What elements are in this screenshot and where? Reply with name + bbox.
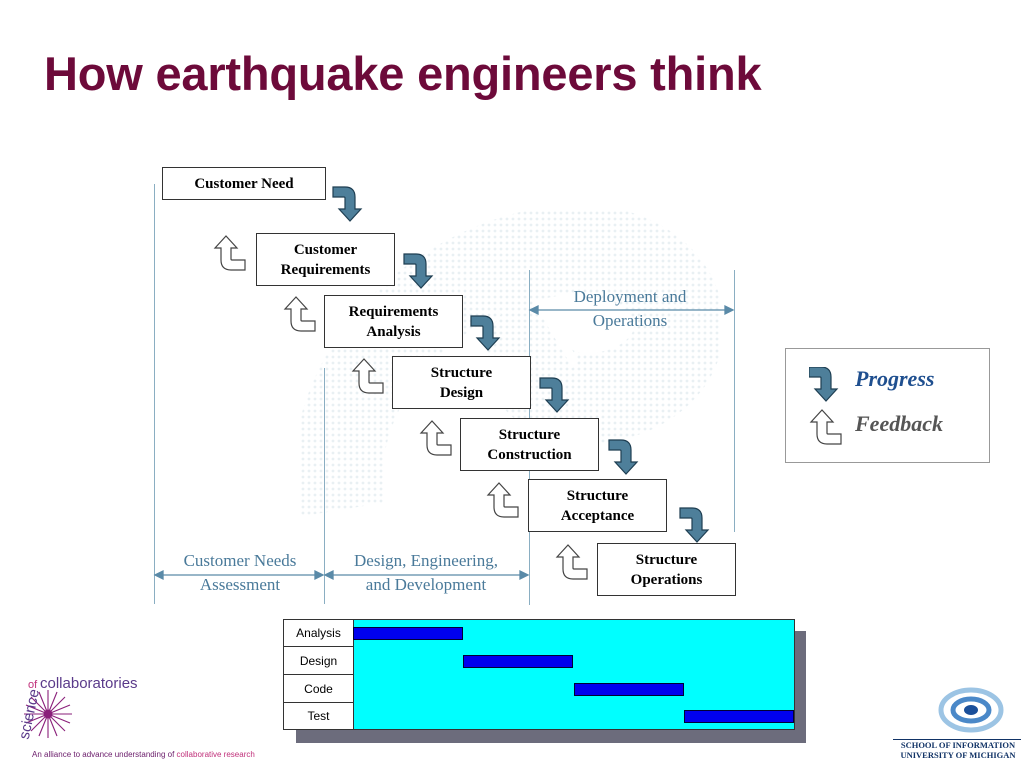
stage-label-line: Structure <box>430 364 493 381</box>
stage-label-line: Customer Need <box>194 175 294 192</box>
legend-feedback-label: Feedback <box>855 411 943 436</box>
progress-arrow <box>332 186 362 222</box>
stage-label-line: Operations <box>630 571 703 588</box>
phase-label-design-engineering: Design, Engineering, and Development <box>326 549 526 597</box>
university-globe-logo <box>938 687 1004 733</box>
um-line-1: SCHOOL OF INFORMATION <box>900 740 1016 750</box>
gantt-task-label: Design <box>284 647 353 675</box>
progress-arrow <box>679 507 709 543</box>
phase-label-line: Operations <box>592 311 668 330</box>
gantt-task-label: Code <box>284 675 353 703</box>
stage-label-line: Acceptance <box>560 507 635 524</box>
phase-divider-left <box>154 184 155 604</box>
legend-progress-label: Progress <box>855 366 935 391</box>
gantt-bar-code <box>574 683 684 696</box>
gantt-bar-analysis <box>353 627 463 640</box>
feedback-arrow <box>214 235 246 271</box>
soc-word-of: of <box>28 679 38 691</box>
stage-label-line: Requirements <box>280 261 371 278</box>
soc-tagline: An alliance to advance understanding of … <box>32 750 255 759</box>
feedback-arrow-icon <box>809 409 842 445</box>
feedback-arrow <box>284 296 316 332</box>
phase-label-line: Customer Needs <box>183 551 297 570</box>
progress-arrow-icon <box>809 367 839 402</box>
stage-label-line: Analysis <box>366 323 421 340</box>
phase-label-deployment: Deployment and Operations <box>540 285 720 333</box>
slide-title: How earthquake engineers think <box>44 47 762 100</box>
feedback-arrow <box>420 420 452 456</box>
gantt-bar-test <box>684 710 794 723</box>
phase-label-line: Deployment and <box>573 287 687 306</box>
gantt-task-label: Analysis <box>284 620 353 647</box>
stage-label-line: Structure <box>566 487 629 504</box>
feedback-arrow <box>352 358 384 394</box>
stage-label-line: Customer <box>293 241 358 258</box>
soc-tagline-prefix: An alliance to advance understanding of <box>32 750 177 759</box>
phase-label-line: Design, Engineering, <box>354 551 498 570</box>
progress-arrow <box>403 253 433 289</box>
phase-label-customer-needs: Customer Needs Assessment <box>158 549 322 597</box>
feedback-arrow <box>487 482 519 518</box>
gantt-task-label: Test <box>307 709 330 723</box>
soc-tagline-highlight: collaborative research <box>176 750 255 759</box>
stage-customer-need: Customer Need <box>162 167 326 200</box>
phase-divider-middle <box>324 368 325 604</box>
stage-label-line: Structure <box>498 426 561 443</box>
stage-label-line: Requirements <box>348 303 439 320</box>
phase-label-line: Assessment <box>199 575 281 594</box>
um-school-name: SCHOOL OF INFORMATION UNIVERSITY OF MICH… <box>895 740 1021 760</box>
um-divider <box>893 739 1021 740</box>
progress-arrow <box>470 315 500 351</box>
legend-arrows <box>809 367 842 445</box>
science-of-collaboratories-logo: science of collaboratories <box>16 675 138 741</box>
soc-word-collaboratories: collaboratories <box>40 675 138 692</box>
progress-arrow <box>539 377 569 413</box>
phase-divider-right <box>734 270 735 532</box>
stage-label-line: Design <box>439 384 484 401</box>
gantt-plot-area <box>353 620 794 729</box>
gantt-chart: Analysis Design Code Test <box>283 619 795 730</box>
gantt-task-column: Analysis Design Code Test <box>284 620 354 729</box>
progress-arrow <box>608 439 638 475</box>
legend-box: Progress Feedback <box>785 348 990 463</box>
feedback-arrow <box>556 544 588 580</box>
stage-label-line: Structure <box>635 551 698 568</box>
gantt-bar-design <box>463 655 573 668</box>
stage-label-line: Construction <box>487 446 572 463</box>
phase-label-line: and Development <box>365 575 487 594</box>
um-line-2: UNIVERSITY OF MICHIGAN <box>900 750 1016 760</box>
